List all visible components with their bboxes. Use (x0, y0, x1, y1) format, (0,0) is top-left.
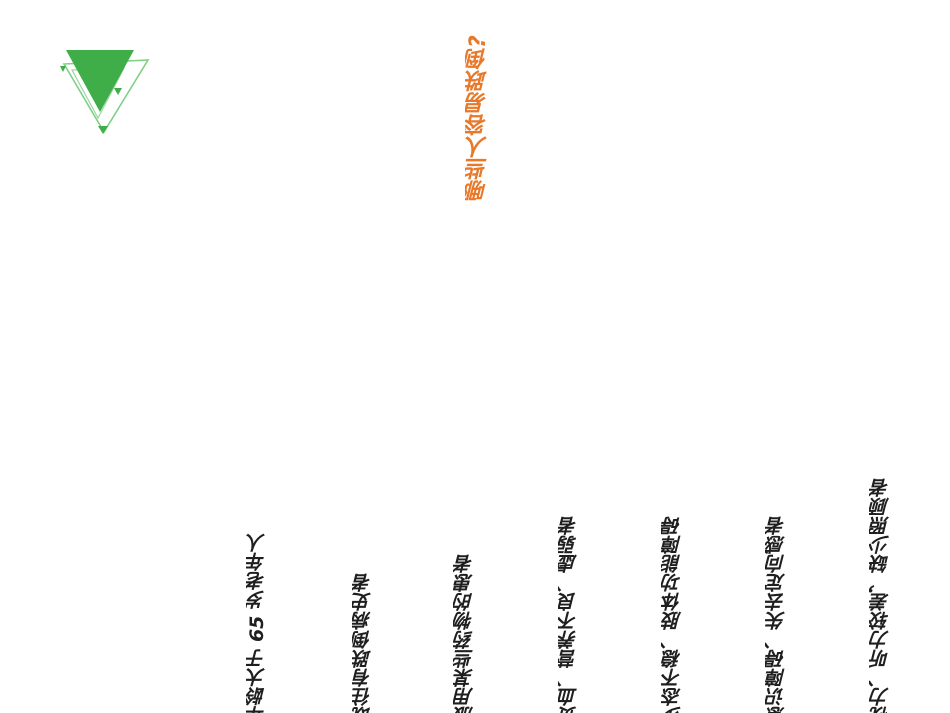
list-item-text: 既往有跌倒病史者 (352, 573, 374, 713)
list-item: 既往有跌倒病史者 (352, 445, 382, 713)
list-item-text: 贫血、营养不良、虚弱者 (558, 516, 580, 713)
list-item-text: 年龄大于 65 岁老年人 (246, 533, 268, 713)
list-item: 步态不稳、肢体功能障碍 (662, 445, 692, 713)
list-item-text: 步态不稳、肢体功能障碍 (662, 516, 684, 713)
slide-title: 哪些人容易跌倒? (466, 35, 491, 202)
list-item: 视力、听力较差，缺少照顾者 (870, 445, 900, 713)
list-item-text: 服用某些药物的患者 (454, 554, 476, 713)
list-item: 贫血、营养不良、虚弱者 (558, 445, 588, 713)
list-item: 意识障碍、失去定向感者 (766, 445, 796, 713)
list-item-text: 视力、听力较差，缺少照顾者 (870, 478, 892, 713)
list-item-text: 意识障碍、失去定向感者 (766, 516, 788, 713)
list-item: 年龄大于 65 岁老年人 (246, 445, 276, 713)
list-item: 服用某些药物的患者 (454, 445, 484, 713)
green-triangles-logo-icon (60, 50, 150, 134)
